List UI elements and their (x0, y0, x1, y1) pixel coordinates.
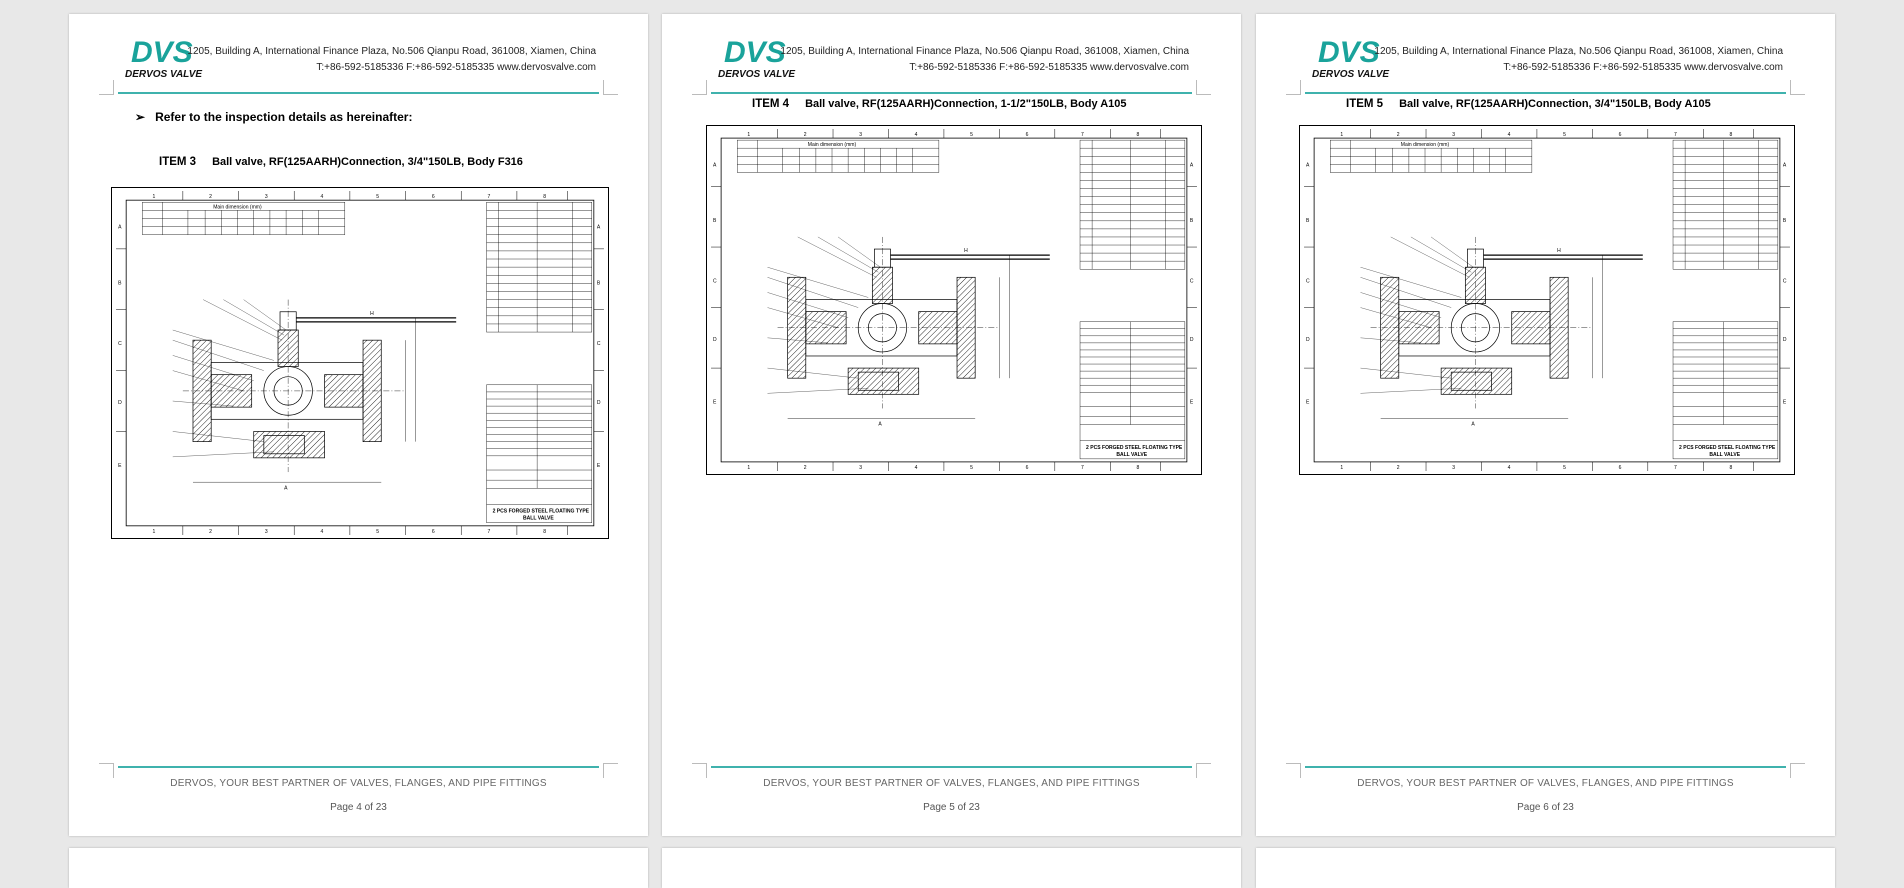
document-page: DVS DERVOS VALVE 1205, Building A, Inter… (69, 14, 648, 836)
footer-rule (1305, 766, 1786, 768)
margin-mark (1790, 80, 1805, 95)
margin-mark (1196, 80, 1211, 95)
page-number: Page 5 of 23 (923, 802, 980, 813)
item-heading: ITEM 4 Ball valve, RF(125AARH)Connection,… (752, 98, 1127, 110)
svg-text:DERVOS VALVE: DERVOS VALVE (718, 69, 795, 80)
margin-mark (1196, 763, 1211, 778)
footer-slogan: DERVOS, YOUR BEST PARTNER OF VALVES, FLA… (170, 778, 547, 789)
margin-mark (603, 80, 618, 95)
technical-drawing (111, 187, 609, 539)
technical-drawing (706, 125, 1202, 475)
ball-valve-drawing (1300, 126, 1794, 474)
item-label: ITEM 3 (159, 156, 197, 168)
svg-text:DVS: DVS (724, 36, 786, 69)
margin-mark (99, 80, 114, 95)
item-description: Ball valve, RF(125AARH)Connection, 3/4"1… (1399, 98, 1711, 110)
contact-line: T:+86-592-5185336 F:+86-592-5185335 www.… (909, 62, 1189, 73)
margin-mark (692, 80, 707, 95)
contact-line: T:+86-592-5185336 F:+86-592-5185335 www.… (1503, 62, 1783, 73)
footer-rule (711, 766, 1192, 768)
item-description: Ball valve, RF(125AARH)Connection, 3/4"1… (212, 156, 523, 168)
svg-text:DVS: DVS (1318, 36, 1380, 69)
document-page-next (69, 848, 648, 888)
refer-text: Refer to the inspection details as herei… (155, 110, 413, 124)
dervos-logo: DVS DERVOS VALVE (718, 36, 795, 80)
page-number: Page 4 of 23 (330, 802, 387, 813)
item-label: ITEM 5 (1346, 98, 1384, 110)
footer-slogan: DERVOS, YOUR BEST PARTNER OF VALVES, FLA… (1357, 778, 1734, 789)
contact-line: T:+86-592-5185336 F:+86-592-5185335 www.… (316, 62, 596, 73)
company-address: 1205, Building A, International Finance … (1374, 44, 1783, 76)
page-number: Page 6 of 23 (1517, 802, 1574, 813)
margin-mark (1286, 763, 1301, 778)
address-line: 1205, Building A, International Finance … (780, 46, 1189, 57)
header-rule (1305, 92, 1786, 94)
address-line: 1205, Building A, International Finance … (1374, 46, 1783, 57)
document-page: DVS DERVOS VALVE 1205, Building A, Inter… (1256, 14, 1835, 836)
svg-text:DVS: DVS (131, 36, 193, 69)
svg-text:DERVOS VALVE: DERVOS VALVE (1312, 69, 1389, 80)
margin-mark (692, 763, 707, 778)
address-line: 1205, Building A, International Finance … (187, 46, 596, 57)
document-page: DVS DERVOS VALVE 1205, Building A, Inter… (662, 14, 1241, 836)
dervos-logo: DVS DERVOS VALVE (1312, 36, 1389, 80)
header-rule (711, 92, 1192, 94)
footer-rule (118, 766, 599, 768)
technical-drawing (1299, 125, 1795, 475)
item-heading: ITEM 3 Ball valve, RF(125AARH)Connection,… (159, 156, 523, 168)
header-rule (118, 92, 599, 94)
svg-text:DERVOS VALVE: DERVOS VALVE (125, 69, 202, 80)
document-page-next (1256, 848, 1835, 888)
ball-valve-drawing (707, 126, 1201, 474)
document-page-next (662, 848, 1241, 888)
dervos-logo: DVS DERVOS VALVE (125, 36, 202, 80)
company-address: 1205, Building A, International Finance … (780, 44, 1189, 76)
company-address: 1205, Building A, International Finance … (187, 44, 596, 76)
refer-heading: ➢ Refer to the inspection details as here… (135, 110, 412, 124)
item-description: Ball valve, RF(125AARH)Connection, 1-1/2… (805, 98, 1127, 110)
margin-mark (603, 763, 618, 778)
margin-mark (1790, 763, 1805, 778)
ball-valve-drawing (112, 188, 608, 538)
bullet-arrow-icon: ➢ (135, 110, 146, 124)
margin-mark (1286, 80, 1301, 95)
item-heading: ITEM 5 Ball valve, RF(125AARH)Connection,… (1346, 98, 1711, 110)
margin-mark (99, 763, 114, 778)
footer-slogan: DERVOS, YOUR BEST PARTNER OF VALVES, FLA… (763, 778, 1140, 789)
item-label: ITEM 4 (752, 98, 790, 110)
